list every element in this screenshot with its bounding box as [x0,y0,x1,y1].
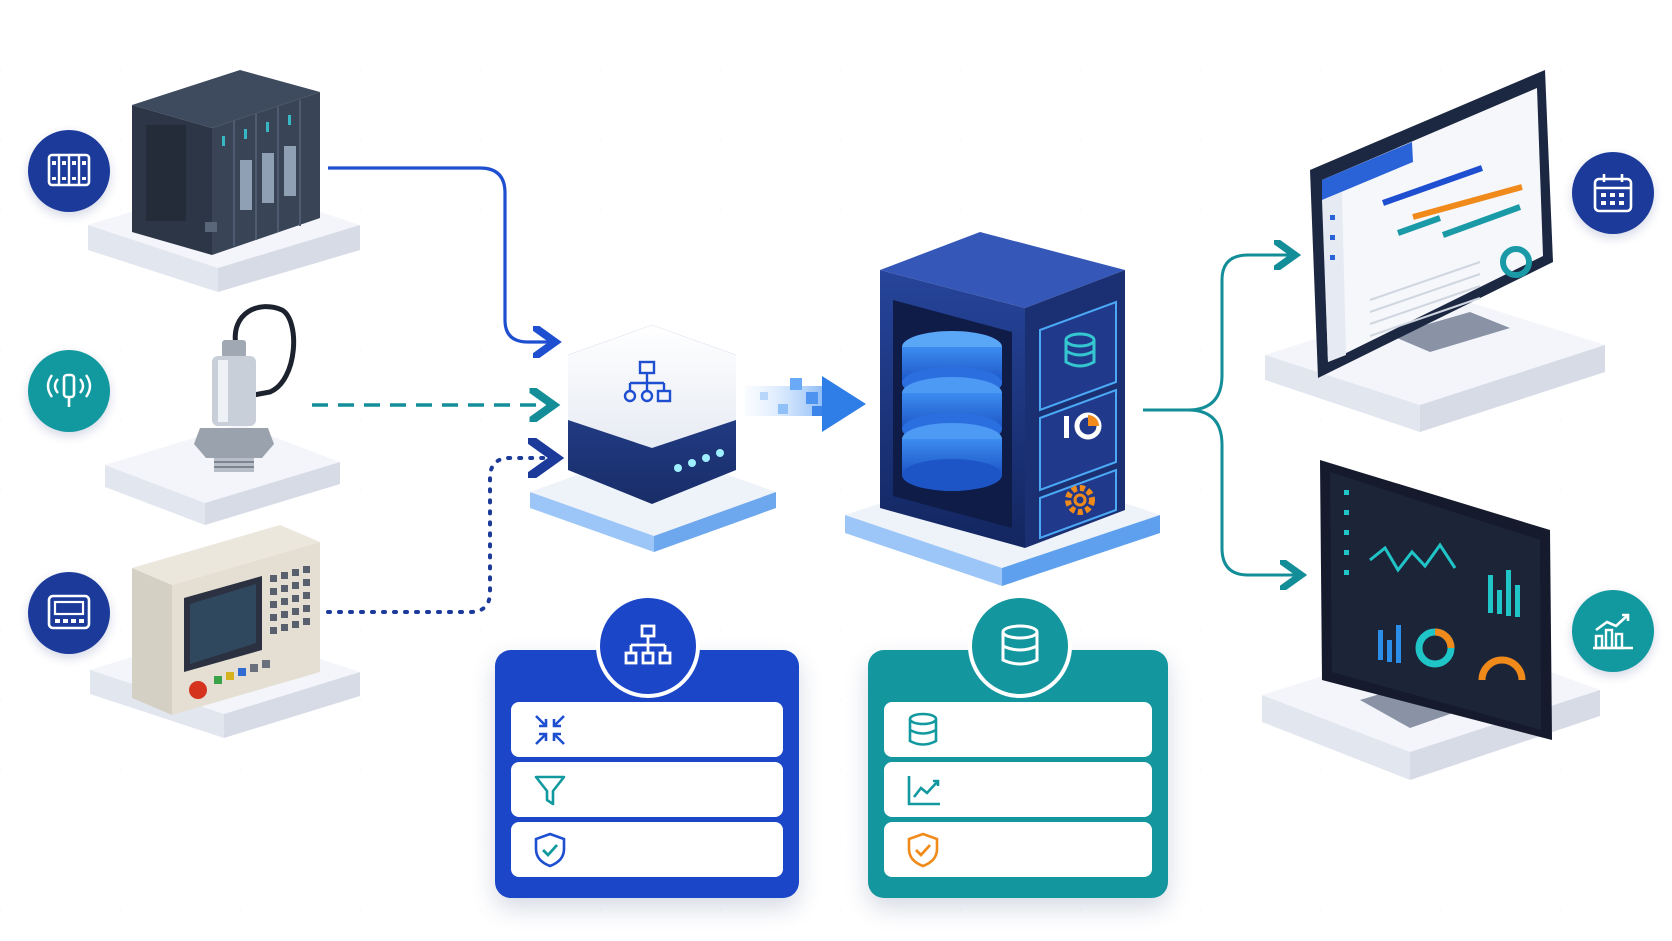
trend-chart-icon [1572,590,1654,672]
compress-icon [535,714,565,745]
list-item [884,762,1152,817]
storage-panel-header [968,594,1072,698]
list-item [884,822,1152,877]
plc-rack [132,70,320,255]
edge-processing-panel [495,650,799,898]
database-icon [1064,332,1096,368]
cnc-connector [326,458,552,614]
network-hierarchy-icon [624,624,672,665]
analytics-icon [1064,412,1102,440]
plc-connector [328,166,552,342]
list-item [511,762,783,817]
shield-check-icon [907,832,939,867]
list-item [511,702,783,757]
calendar-icon [1572,152,1654,234]
database-icon [1001,624,1039,666]
line-chart-icon [907,775,940,805]
cnc-controller [132,525,320,715]
filter-icon [534,775,566,805]
data-flow-arrow [745,376,866,432]
pressure-sensor [194,304,297,472]
edge-panel-header [596,594,700,698]
list-item [884,702,1152,757]
gear-icon [1065,485,1095,515]
database-icon [908,712,938,746]
network-hierarchy-icon [623,360,672,403]
shield-check-icon [534,832,566,867]
analytics-monitor [1320,460,1552,740]
control-panel-icon [28,572,110,654]
database-stack [902,331,1002,491]
scheduling-monitor [1310,70,1553,378]
server-rack-icon [28,130,110,212]
list-item [511,822,783,877]
wireless-sensor-icon [28,350,110,432]
